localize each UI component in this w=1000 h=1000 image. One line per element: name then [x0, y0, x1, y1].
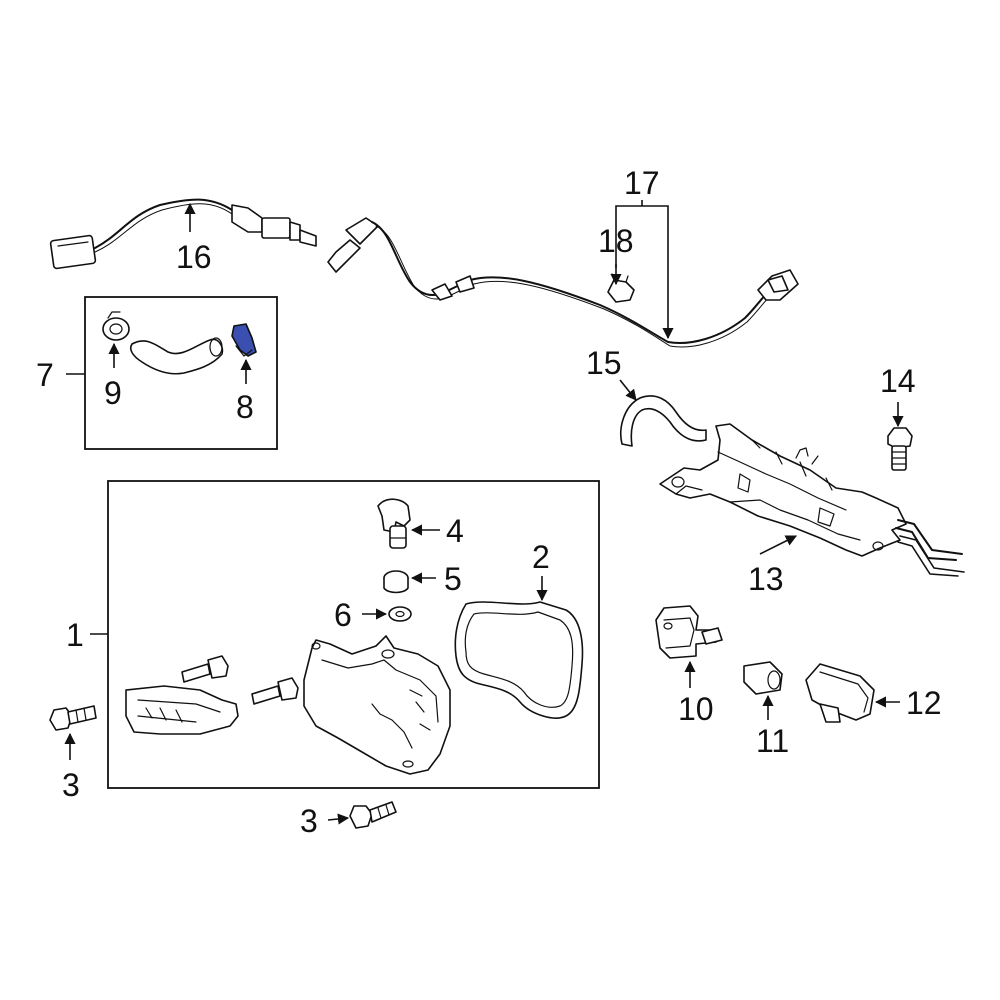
callout-7: 7 [36, 357, 54, 393]
callout-2: 2 [532, 539, 550, 575]
callout-17: 17 [624, 165, 660, 201]
callout-3-bottom: 3 [300, 803, 318, 839]
callout-1: 1 [66, 617, 84, 653]
callout-labels: 16 17 18 7 9 8 15 14 13 1 2 4 5 6 3 3 10… [36, 165, 942, 839]
callout-12: 12 [906, 685, 942, 721]
hose-assembly-box [84, 296, 278, 450]
leader-lines [64, 200, 904, 825]
callout-14: 14 [880, 363, 916, 399]
bracket-assembly-13[interactable] [659, 423, 965, 577]
oxygen-sensor-16[interactable] [49, 198, 317, 270]
grommet-5[interactable] [383, 570, 409, 594]
valve-10[interactable] [655, 605, 723, 659]
highlight-fill [231, 323, 257, 357]
bolt-upper[interactable] [181, 655, 229, 683]
callout-6: 6 [334, 597, 352, 633]
callout-5: 5 [444, 561, 462, 597]
hose-15[interactable] [620, 395, 707, 447]
hose[interactable] [129, 337, 224, 375]
clamp-9[interactable] [102, 311, 130, 341]
callout-13: 13 [748, 561, 784, 597]
bolt-3-bottom[interactable] [349, 801, 397, 829]
callout-3-left: 3 [62, 767, 80, 803]
callout-4: 4 [446, 513, 464, 549]
cover-1[interactable] [303, 635, 451, 775]
sensor-4[interactable] [377, 498, 411, 549]
bracket[interactable] [125, 685, 239, 735]
washer-6[interactable] [388, 606, 412, 622]
callout-9: 9 [104, 375, 122, 411]
bolt-14[interactable] [887, 427, 913, 471]
gasket-2[interactable] [454, 601, 584, 719]
bolt-lower[interactable] [251, 677, 299, 705]
callout-10: 10 [678, 691, 714, 727]
callout-16: 16 [176, 239, 212, 275]
callout-8: 8 [236, 389, 254, 425]
callout-15: 15 [586, 345, 622, 381]
clip-18[interactable] [607, 273, 635, 303]
clamp-8-highlighted[interactable] [231, 323, 257, 357]
bolt-3-left[interactable] [49, 705, 97, 731]
callout-11: 11 [756, 723, 789, 759]
module-12[interactable] [805, 663, 875, 723]
oxygen-sensor-17[interactable] [327, 217, 799, 348]
filter-11[interactable] [743, 661, 783, 695]
callout-18: 18 [598, 223, 634, 259]
